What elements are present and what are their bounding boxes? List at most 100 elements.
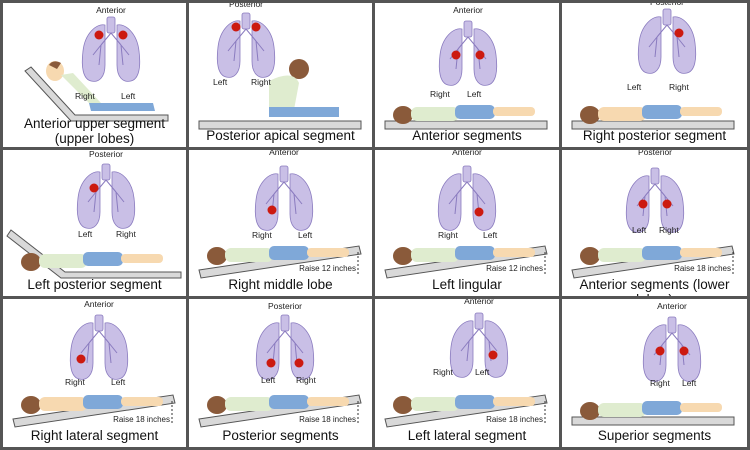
target-segment-marker [674,28,684,38]
side-label-left: Left [627,82,642,92]
lungs-diagram [449,312,509,378]
side-label-left: Right [65,377,85,387]
view-orientation-label: Posterior [228,3,263,9]
bronchi [266,330,304,364]
panel-caption: Right posterior segment [582,128,727,143]
panel-caption: Posterior segments [222,428,339,443]
patient-legs [307,248,349,257]
patient-head [580,247,600,265]
trachea [462,165,472,183]
patient-illustration [12,394,176,428]
lungs-diagram [625,167,685,233]
panel-illustration [198,314,362,428]
trachea [667,316,677,334]
patient-torso [39,254,87,268]
lungs-diagram [254,165,314,231]
left-lung [660,175,685,233]
patient-illustration [384,245,548,279]
side-label-right: Right [659,225,679,235]
panel-caption: Left lateral segment [407,428,527,443]
panel-caption: Right middle lobe [228,277,333,292]
patient-pants [455,105,495,119]
right-lung [255,322,280,380]
right-lung [642,324,667,382]
drainage-panel: PosteriorLeftRightRight posterior segmen… [562,3,747,147]
raise-height-label: Raise 12 inches [486,264,543,273]
caption-line-1: Anterior upper segment [23,116,166,131]
side-label-right: Right [669,82,689,92]
panel-illustration [384,20,548,130]
side-label-left: Left [78,229,93,239]
target-segment-marker [294,358,304,368]
patient-legs [307,397,349,406]
target-segment-marker [251,22,261,32]
bronchi [227,28,265,62]
patient-torso [598,107,646,121]
patient-head [46,61,64,81]
panel-illustration [384,165,548,279]
target-segment-marker [266,358,276,368]
patient-pants [269,107,339,117]
trachea [463,20,473,38]
right-lung [254,173,279,231]
patient-legs [680,403,722,412]
patient-pants [455,395,495,409]
patient-pants [83,395,123,409]
target-segment-marker [474,207,484,217]
side-label-right: Left [475,367,490,377]
patient-head [393,106,413,124]
side-label-right: Left [682,378,697,388]
patient-head [289,59,309,79]
panel-illustration [571,167,735,279]
panel-illustration [571,316,735,426]
patient-illustration [24,61,169,122]
panel-caption: Anterior segments (lower lobes) [579,277,730,296]
right-lung [625,175,650,233]
view-orientation-label: Anterior [453,5,483,15]
patient-head [21,253,41,271]
patient-pants [455,246,495,260]
patient-legs [680,248,722,257]
patient-pants [83,252,123,266]
target-segment-marker [662,199,672,209]
left-lung [111,171,136,229]
lungs-diagram [255,314,315,380]
panel-illustration [24,16,169,122]
patient-illustration [571,245,735,279]
side-label-left: Left [261,375,276,385]
patient-legs [121,397,163,406]
lungs-diagram [69,314,129,380]
patient-shirt [269,75,299,115]
patient-head [393,247,413,265]
lungs-diagram [637,8,697,74]
patient-legs [121,254,163,263]
target-segment-marker [76,354,86,364]
lungs-diagram [437,165,497,231]
patient-torso [598,248,646,262]
drainage-bed [24,66,169,122]
bronchi [265,181,303,215]
patient-torso [598,403,646,417]
bronchi [80,330,118,364]
left-lung [672,16,697,74]
side-label-right: Left [111,377,126,387]
view-orientation-label: Posterior [88,150,123,159]
side-label-right: Left [298,230,313,240]
bronchi [87,179,125,213]
caption-line-2: (upper lobes) [54,131,135,146]
panel-illustration [198,165,362,279]
panel-illustration [12,314,176,428]
left-lung [472,173,497,231]
target-segment-marker [267,205,277,215]
side-label-left: Left [213,77,228,87]
patient-head [207,247,227,265]
view-orientation-label: Posterior [267,301,302,311]
patient-torso [225,248,273,262]
patient-torso [225,397,273,411]
side-label-left: Right [430,89,450,99]
side-label-left: Right [650,378,670,388]
trachea [280,314,290,332]
